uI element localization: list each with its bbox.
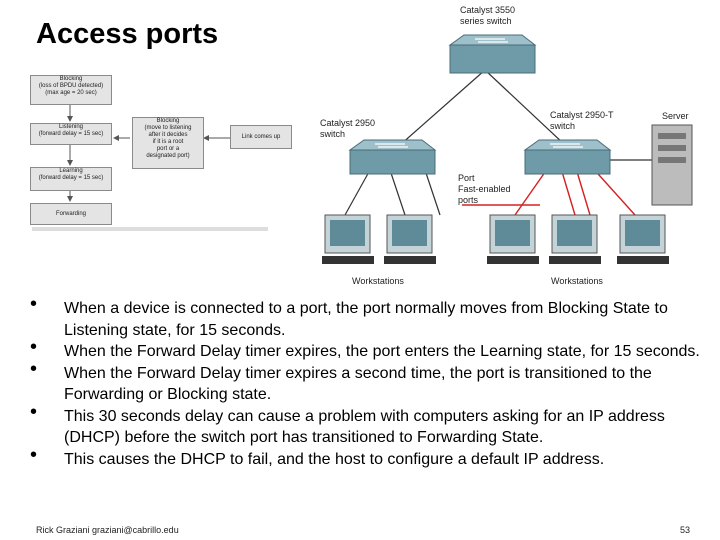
page-number: 53 — [680, 525, 691, 535]
state-forwarding: Forwarding — [30, 203, 112, 225]
state-learning: Learning (forward delay = 15 sec) — [30, 167, 112, 191]
stp-state-diagram: Blocking (loss of BPDU detected) (max ag… — [30, 75, 292, 235]
state-blocking-top: Blocking (loss of BPDU detected) (max ag… — [30, 75, 112, 105]
bullet-item: • When a device is connected to a port, t… — [30, 293, 710, 341]
core-switch-icon — [448, 34, 537, 74]
workstation-icons — [322, 214, 669, 264]
state-blocking-side: Blocking (move to listening after it dec… — [132, 117, 204, 169]
bullet-text: This 30 seconds delay can cause a proble… — [64, 407, 665, 447]
network-cables — [344, 69, 660, 216]
right-switch-icon — [523, 139, 612, 175]
bullet-list: • When a device is connected to a port, t… — [30, 293, 710, 471]
bullet-dot: • — [30, 357, 38, 380]
workstations-right-label: Workstations — [551, 276, 603, 286]
portfast-label: Port Fast-enabled ports — [458, 173, 511, 205]
state-arrows — [32, 105, 268, 231]
bullet-text: This causes the DHCP to fail, and the ho… — [64, 450, 605, 468]
bullet-dot: • — [30, 293, 38, 315]
workstations-left-label: Workstations — [352, 276, 404, 286]
network-topology — [322, 34, 693, 264]
left-switch-icon — [348, 139, 437, 175]
bullet-dot: • — [30, 443, 38, 466]
slide-title: Access ports — [36, 18, 219, 50]
bullet-dot: • — [30, 336, 38, 358]
server-icon — [651, 124, 693, 206]
state-link-up: Link comes up — [230, 125, 292, 149]
right-switch-label: Catalyst 2950-T switch — [550, 110, 614, 131]
bullet-item: • When the Forward Delay timer expires, t… — [30, 336, 710, 363]
server-label: Server — [662, 111, 689, 121]
bullet-item: • This 30 seconds delay can cause a probl… — [30, 401, 710, 449]
bullet-dot: • — [30, 400, 38, 423]
footer-author: Rick Graziani graziani@cabrillo.edu — [36, 525, 179, 535]
bullet-text: When the Forward Delay timer expires, th… — [64, 343, 700, 360]
bullet-text: When the Forward Delay timer expires a s… — [64, 364, 652, 404]
core-switch-label: Catalyst 3550 series switch — [460, 5, 516, 26]
bullet-text: When a device is connected to a port, th… — [64, 300, 668, 339]
state-listening: Listening (forward delay = 15 sec) — [30, 123, 112, 145]
left-switch-label: Catalyst 2950 switch — [320, 118, 376, 139]
bullet-item: • This causes the DHCP to fail, and the h… — [30, 444, 710, 471]
bullet-item: • When the Forward Delay timer expires a … — [30, 358, 710, 406]
